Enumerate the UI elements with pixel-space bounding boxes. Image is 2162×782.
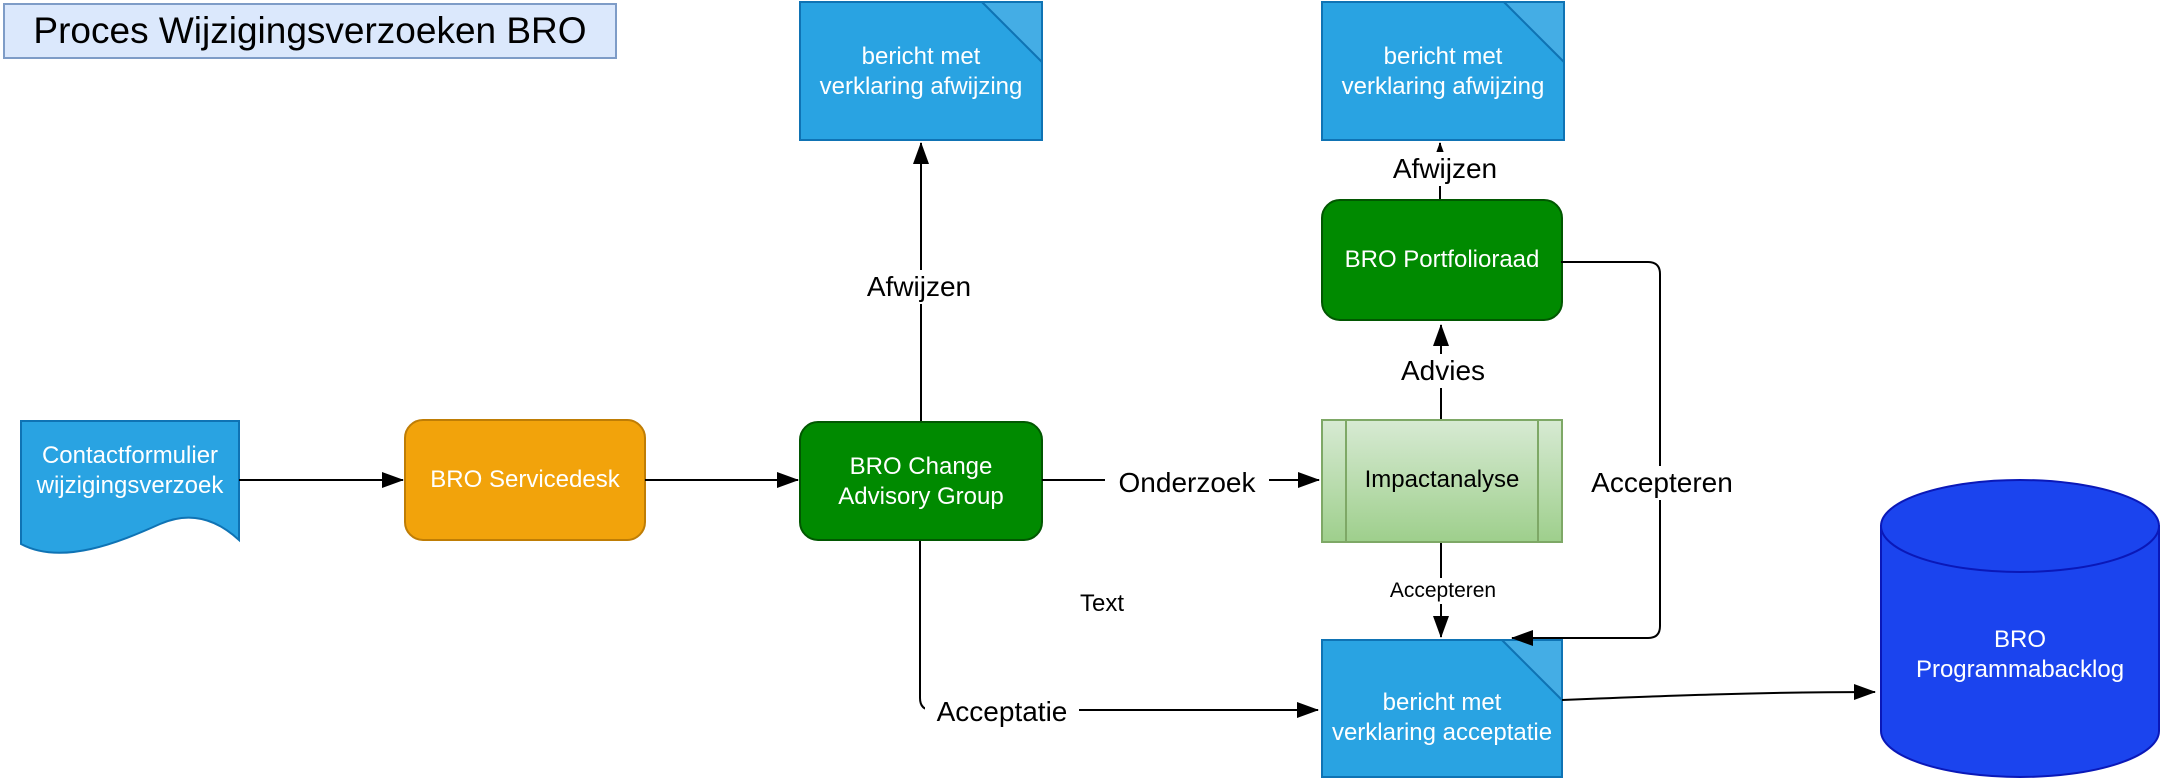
node-bericht-acceptatie-shape[interactable] bbox=[1321, 639, 1563, 778]
node-change-advisory-group-shape[interactable] bbox=[799, 421, 1043, 541]
connector-cag-acceptatie-doc[interactable] bbox=[919, 541, 1319, 718]
node-bericht-afwijzing-2-shape[interactable] bbox=[1321, 1, 1565, 141]
connector-portfolioraad-acceptatie-doc[interactable] bbox=[1511, 261, 1661, 646]
node-portfolioraad-shape[interactable] bbox=[1321, 199, 1563, 321]
node-contactformulier-shape[interactable] bbox=[20, 420, 240, 554]
node-servicedesk-shape[interactable] bbox=[404, 419, 646, 541]
node-programmabacklog-shape[interactable] bbox=[1880, 479, 2160, 778]
node-impactanalyse-shape[interactable] bbox=[1321, 419, 1563, 543]
note-fold-corner bbox=[979, 1, 1043, 65]
note-fold-corner bbox=[1501, 1, 1565, 65]
connector-acceptatie-doc-backlog[interactable] bbox=[1561, 684, 1876, 701]
diagram-title[interactable]: Proces Wijzigingsverzoeken BRO bbox=[3, 3, 617, 59]
node-bericht-afwijzing-1-shape[interactable] bbox=[799, 1, 1043, 141]
